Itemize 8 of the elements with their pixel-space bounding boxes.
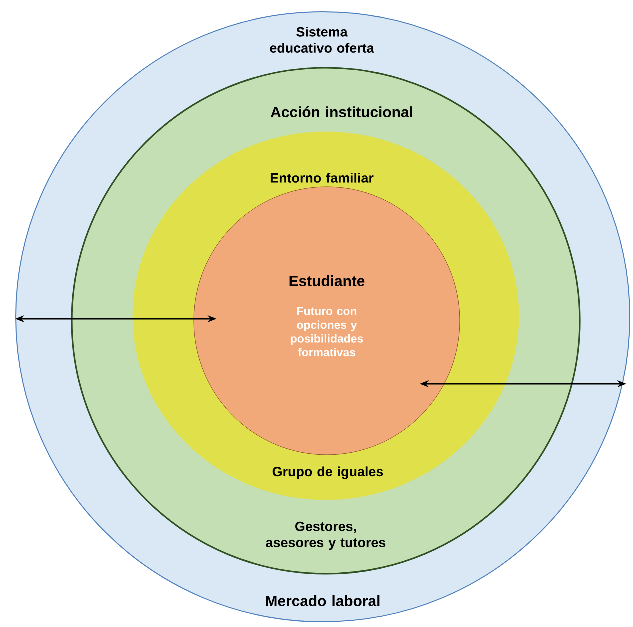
ring-title: Sistema educativo oferta — [270, 26, 374, 53]
ring-title: Entorno familiar — [270, 173, 374, 183]
ring-title: Mercado laboral — [266, 596, 380, 606]
ring-title: Acción institucional — [270, 106, 412, 118]
ring-title: Grupo de iguales — [272, 466, 384, 480]
circle-title: Estudiante — [290, 276, 365, 286]
circle-description: Futuro con opciones y posibilidades formativas — [291, 307, 364, 357]
ring-title: Gestores, asesores y tutores — [266, 522, 386, 550]
